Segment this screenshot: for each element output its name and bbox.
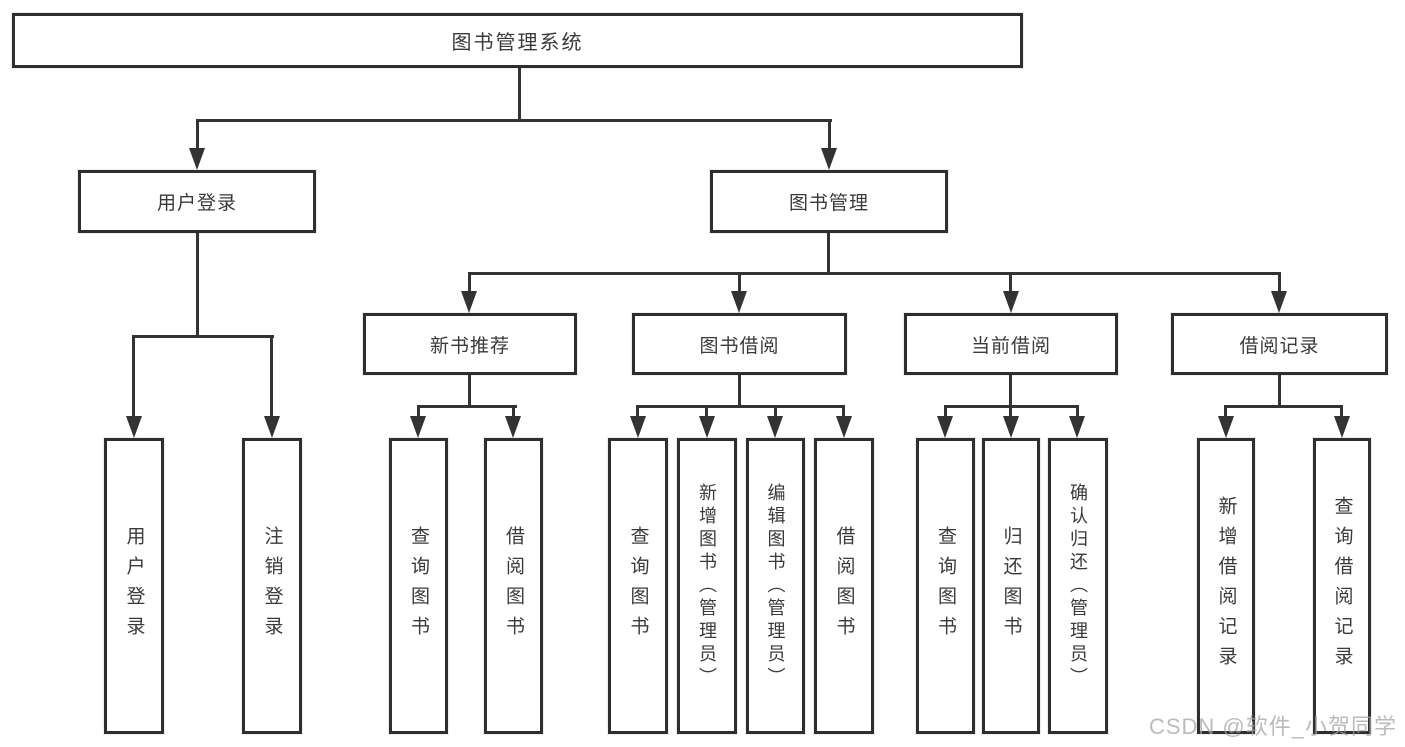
node-user-login: 用户登录 bbox=[78, 170, 316, 233]
arrow-down-icon bbox=[767, 416, 783, 438]
arrow-down-icon bbox=[699, 416, 715, 438]
node-user-login-label: 用户登录 bbox=[156, 193, 237, 214]
leaf-label: 新增借阅记录 bbox=[1215, 496, 1237, 676]
node-new-book-rec: 新书推荐 bbox=[363, 313, 577, 375]
connector-drop bbox=[636, 405, 639, 419]
node-book-mgmt-label: 图书管理 bbox=[788, 193, 869, 214]
connector-drop-current-borrow bbox=[1009, 272, 1012, 294]
leaf-query-borrow-record: 查询借阅记录 bbox=[1313, 438, 1371, 734]
connector-drop-borrow-records bbox=[1278, 272, 1281, 294]
node-current-borrow: 当前借阅 bbox=[904, 313, 1118, 375]
arrow-down-icon bbox=[1334, 416, 1350, 438]
node-new-book-rec-label: 新书推荐 bbox=[429, 335, 510, 357]
connector-book-mgmt-branch bbox=[468, 272, 1281, 275]
connector-drop bbox=[512, 405, 515, 419]
connector-user-login-branch bbox=[132, 335, 274, 338]
connector-borrow-records-stem bbox=[1278, 375, 1281, 408]
connector-drop-new-book-rec bbox=[468, 272, 471, 294]
connector-user-login-stem bbox=[196, 233, 199, 338]
arrow-down-icon bbox=[630, 416, 646, 438]
leaf-label: 归还图书 bbox=[1000, 526, 1022, 646]
arrow-down-icon bbox=[126, 416, 142, 438]
connector-drop-book-mgmt bbox=[828, 119, 831, 151]
arrow-down-icon bbox=[410, 416, 426, 438]
connector-book-mgmt-stem bbox=[827, 233, 830, 275]
connector-borrow-records-branch bbox=[1224, 405, 1343, 408]
connector-drop bbox=[705, 405, 708, 419]
connector-drop bbox=[774, 405, 777, 419]
leaf-add-borrow-record: 新增借阅记录 bbox=[1197, 438, 1255, 734]
leaf-query-books-borrow: 查询图书 bbox=[608, 438, 668, 734]
connector-drop bbox=[1009, 405, 1012, 419]
leaf-add-book-admin: 新增图书（管理员） bbox=[677, 438, 737, 734]
connector-current-borrow-stem bbox=[1009, 375, 1012, 408]
arrow-down-icon bbox=[189, 148, 205, 170]
leaf-confirm-return-admin: 确认归还（管理员） bbox=[1048, 438, 1108, 734]
connector-drop-leaf-login bbox=[132, 335, 135, 418]
connector-drop bbox=[1340, 405, 1343, 419]
arrow-down-icon bbox=[1069, 416, 1085, 438]
connector-drop bbox=[1224, 405, 1227, 419]
node-borrow-records-label: 借阅记录 bbox=[1239, 335, 1320, 357]
connector-drop-leaf-logout bbox=[270, 335, 273, 418]
leaf-label: 编辑图书（管理员） bbox=[765, 482, 786, 690]
node-borrow-records: 借阅记录 bbox=[1171, 313, 1388, 375]
leaf-label: 查询图书 bbox=[935, 526, 956, 646]
leaf-label: 查询图书 bbox=[408, 526, 429, 646]
leaf-label: 借阅图书 bbox=[833, 526, 855, 646]
connector-drop bbox=[944, 405, 947, 419]
leaf-logout: 注销登录 bbox=[242, 438, 302, 734]
node-book-mgmt: 图书管理 bbox=[710, 170, 948, 233]
arrow-down-icon bbox=[264, 416, 280, 438]
node-current-borrow-label: 当前借阅 bbox=[970, 335, 1051, 357]
arrow-down-icon bbox=[505, 416, 521, 438]
arrow-down-icon bbox=[821, 148, 837, 170]
connector-drop bbox=[1076, 405, 1079, 419]
node-book-borrow-label: 图书借阅 bbox=[699, 335, 780, 357]
leaf-label: 查询借阅记录 bbox=[1331, 496, 1353, 676]
connector-book-borrow-branch bbox=[636, 405, 845, 408]
leaf-query-books-rec: 查询图书 bbox=[389, 438, 448, 734]
connector-drop bbox=[842, 405, 845, 419]
node-root: 图书管理系统 bbox=[12, 13, 1023, 68]
connector-book-borrow-stem bbox=[738, 375, 741, 408]
arrow-down-icon bbox=[1003, 291, 1019, 313]
arrow-down-icon bbox=[937, 416, 953, 438]
node-book-borrow: 图书借阅 bbox=[632, 313, 847, 375]
connector-new-book-rec-branch bbox=[417, 405, 517, 408]
arrow-down-icon bbox=[1003, 416, 1019, 438]
leaf-borrow-books-rec: 借阅图书 bbox=[484, 438, 543, 734]
connector-drop-book-borrow bbox=[738, 272, 741, 294]
leaf-label: 注销登录 bbox=[261, 526, 283, 646]
leaf-label: 新增图书（管理员） bbox=[697, 482, 717, 690]
csdn-watermark: CSDN @软件_小贺同学 bbox=[1148, 714, 1397, 739]
leaf-label: 用户登录 bbox=[123, 526, 145, 646]
connector-new-book-rec-stem bbox=[468, 375, 471, 408]
leaf-query-books-current: 查询图书 bbox=[916, 438, 975, 734]
arrow-down-icon bbox=[731, 291, 747, 313]
leaf-label: 确认归还（管理员） bbox=[1068, 482, 1088, 690]
arrow-down-icon bbox=[836, 416, 852, 438]
arrow-down-icon bbox=[1218, 416, 1234, 438]
leaf-borrow-books: 借阅图书 bbox=[814, 438, 874, 734]
connector-root-stem bbox=[518, 68, 521, 121]
leaf-return-books: 归还图书 bbox=[982, 438, 1040, 734]
leaf-edit-book-admin: 编辑图书（管理员） bbox=[746, 438, 805, 734]
leaf-label: 借阅图书 bbox=[503, 526, 524, 646]
arrow-down-icon bbox=[1271, 291, 1287, 313]
leaf-user-login: 用户登录 bbox=[104, 438, 164, 734]
connector-root-branch bbox=[196, 119, 832, 122]
node-root-label: 图书管理系统 bbox=[451, 32, 584, 54]
connector-drop bbox=[417, 405, 420, 419]
arrow-down-icon bbox=[461, 291, 477, 313]
leaf-label: 查询图书 bbox=[627, 526, 649, 646]
connector-drop-user-login bbox=[196, 119, 199, 151]
